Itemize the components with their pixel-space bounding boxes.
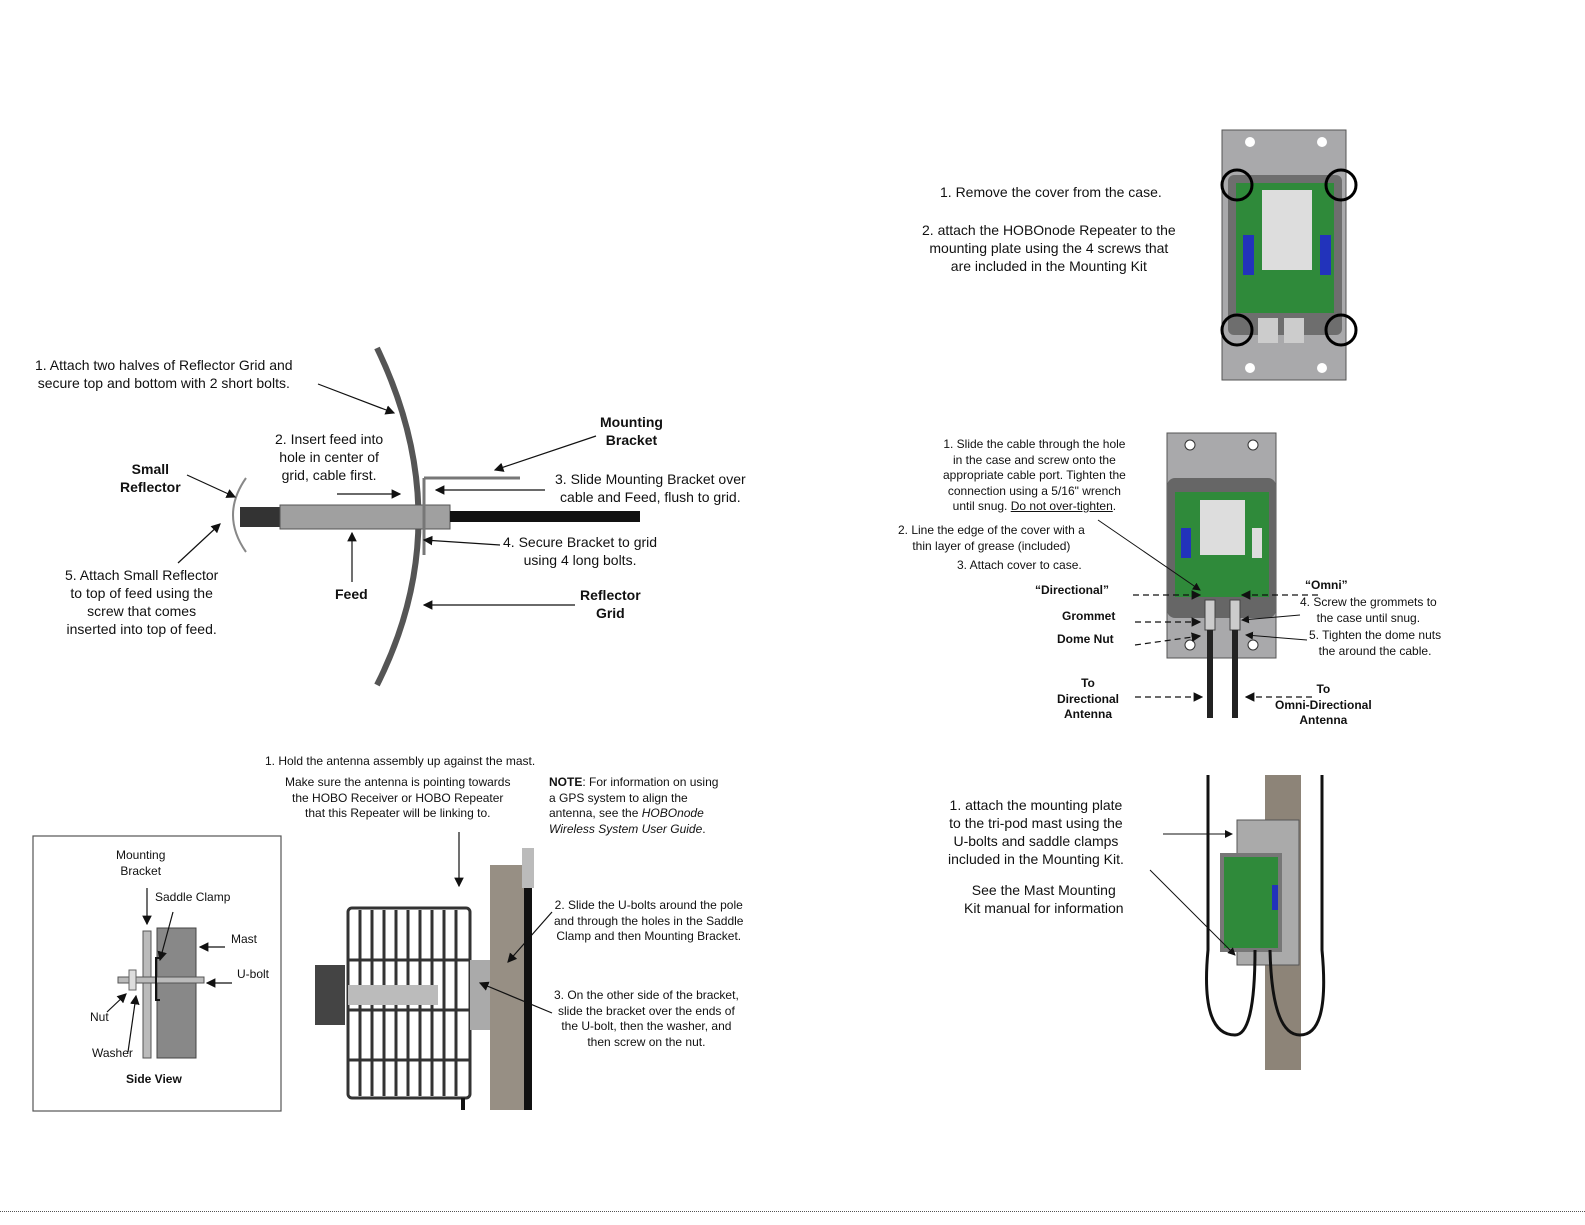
callout-arrows (177, 383, 597, 610)
sv-washer: Washer (92, 1046, 133, 1060)
side-view-arrows (106, 888, 232, 1053)
label-feed: Feed (335, 586, 368, 602)
small-reflector-drawing (232, 477, 247, 553)
sv-u-bolt: U-bolt (237, 967, 270, 981)
mast-arrows (454, 832, 553, 1014)
sv-saddle-clamp: Saddle Clamp (155, 890, 231, 904)
label-directional: “Directional” (1035, 583, 1110, 597)
cable-arrows (1133, 590, 1318, 702)
mast-step-3: 3. On the other side of the bracket,slid… (554, 988, 739, 1049)
side-view-box (32, 835, 282, 1112)
tripod-arrows (1149, 830, 1236, 956)
sv-title: Side View (126, 1072, 182, 1086)
repeater-on-plate-drawing (1220, 129, 1358, 381)
plate-step-1: 1. Remove the cover from the case. (940, 184, 1162, 200)
feed-drawing (240, 476, 640, 555)
cable-connection-drawing (1166, 432, 1277, 718)
mast-step-1: 1. Hold the antenna assembly up against … (265, 754, 536, 768)
pointing-note: Make sure the antenna is pointing toward… (285, 775, 511, 820)
gps-note: NOTE: For information on using a GPS sys… (549, 775, 719, 836)
label-dome-nut: Dome Nut (1057, 632, 1114, 646)
cable-step-3: 3. Attach cover to case. (957, 558, 1082, 572)
label-grommet: Grommet (1062, 609, 1116, 623)
sv-nut: Nut (90, 1010, 109, 1024)
sv-mast: Mast (231, 932, 258, 946)
side-view-drawing (117, 927, 205, 1059)
assembly-step-1: 1. Attach two halves of Reflector Grid a… (35, 357, 293, 391)
grid-antenna-on-pole-drawing (315, 848, 534, 1110)
label-omni: “Omni” (1305, 578, 1348, 592)
tripod-mast-drawing (1205, 775, 1326, 1070)
page-bottom-divider (0, 1211, 1585, 1212)
